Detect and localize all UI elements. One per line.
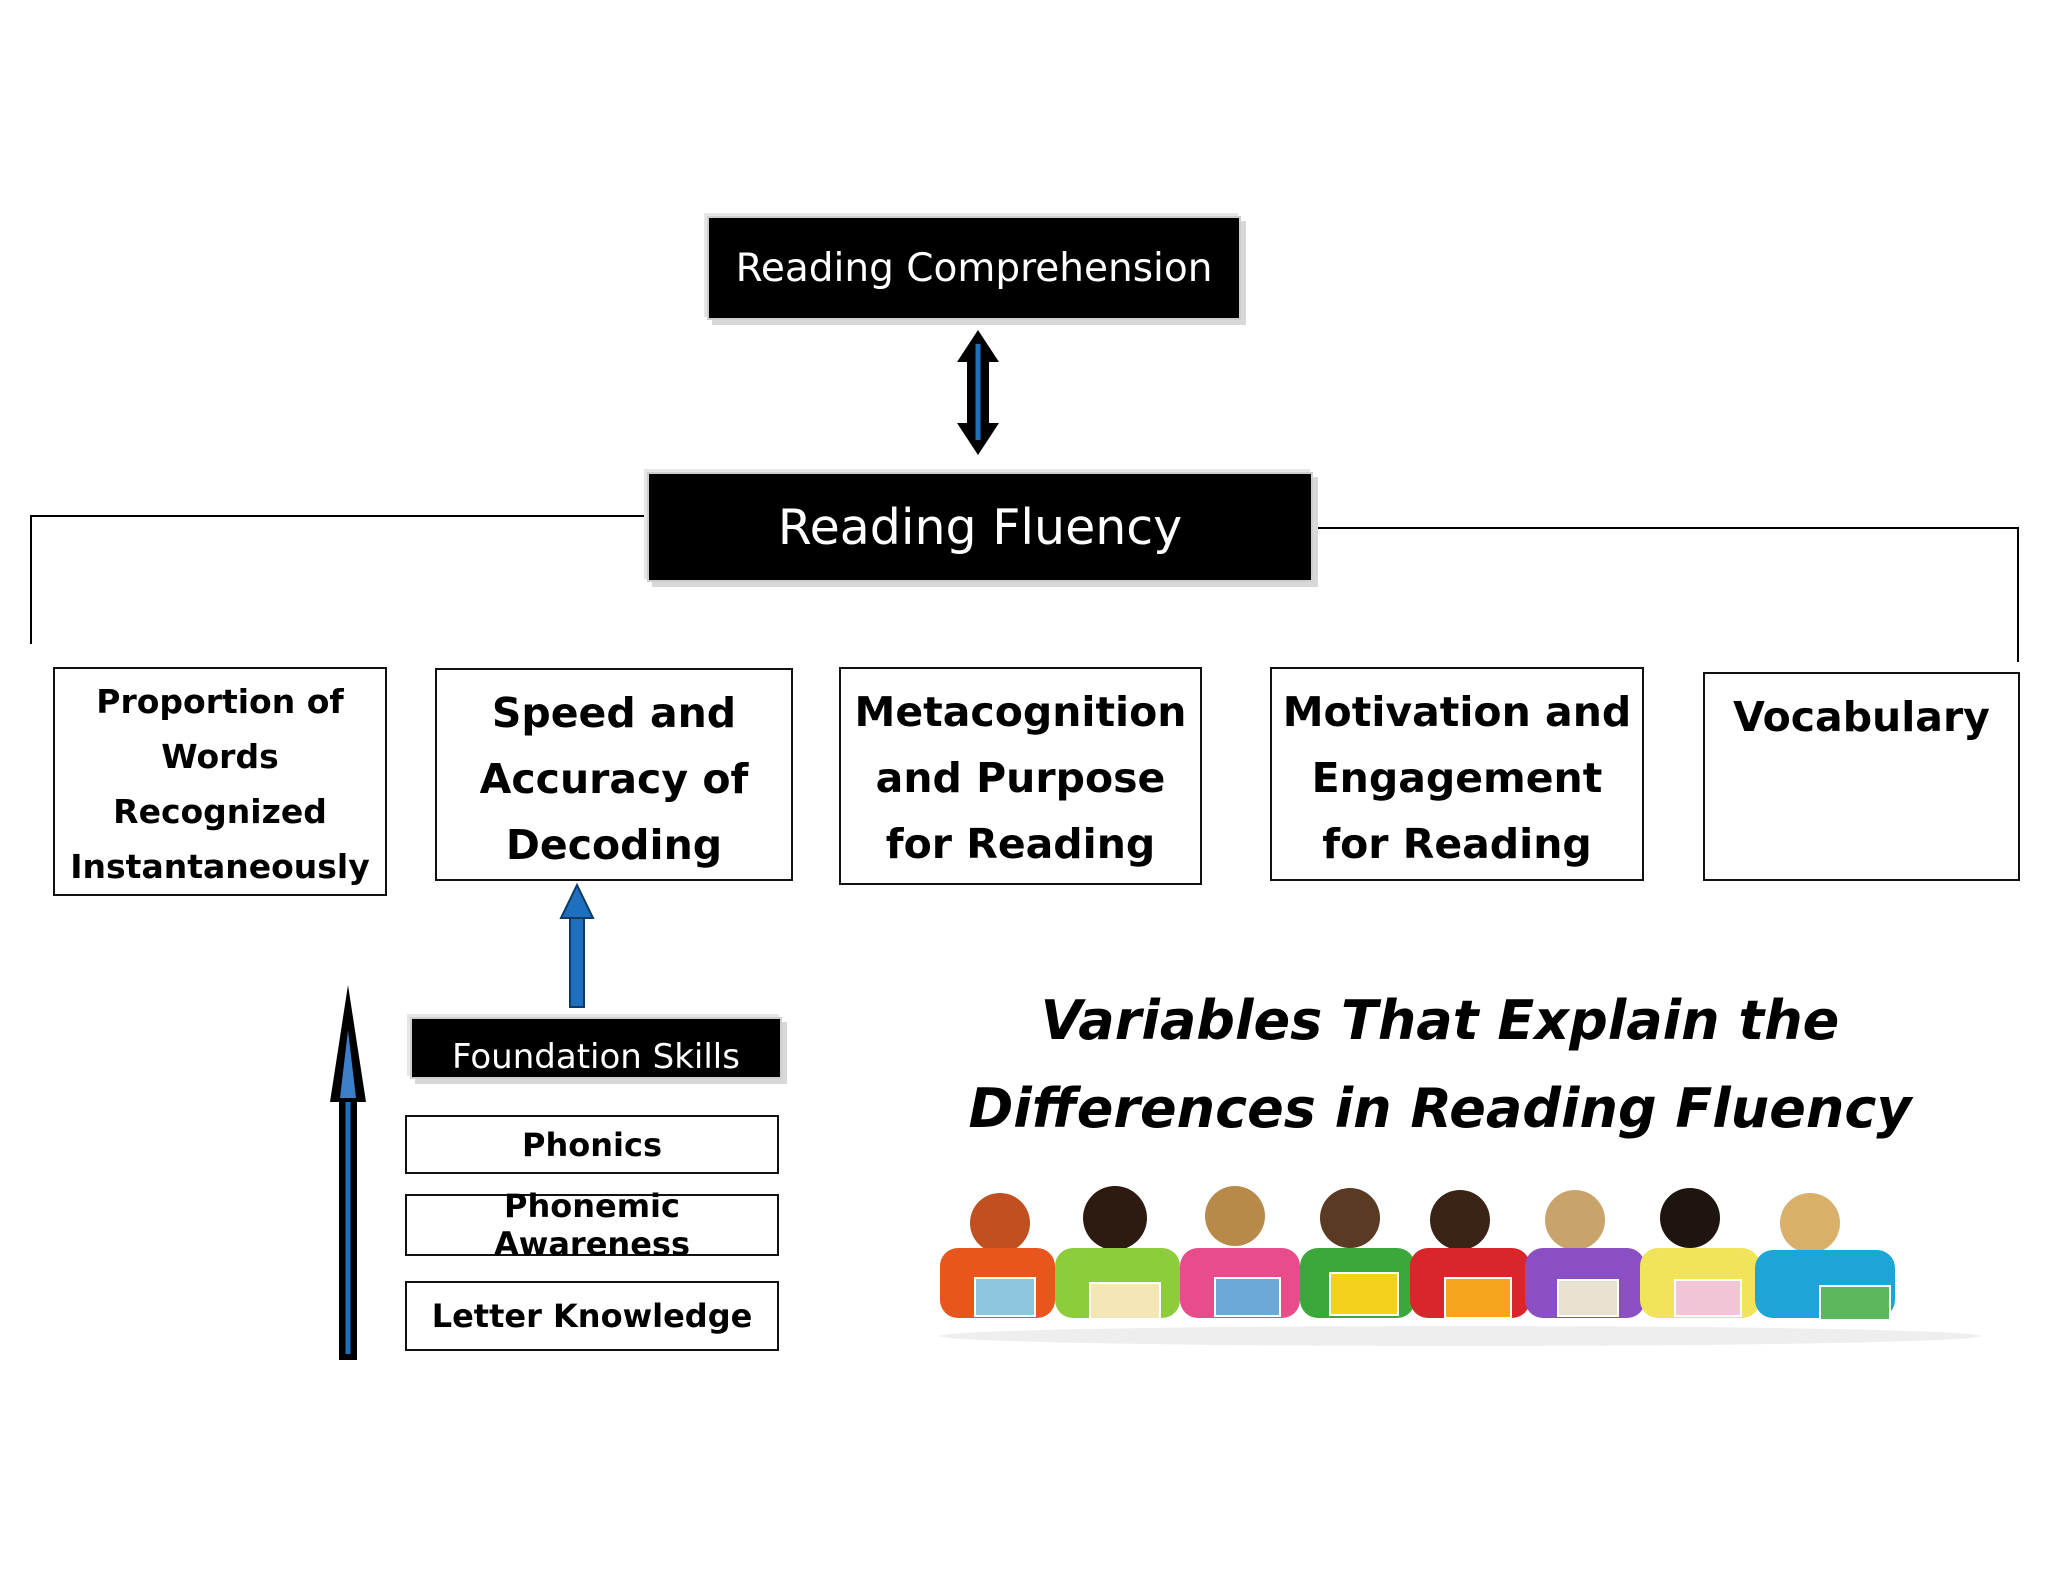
variable-box-vocabulary: Vocabulary (1703, 672, 2020, 881)
children-reading-illustration (940, 1186, 1980, 1346)
connector-left (30, 515, 645, 644)
diagram-caption: Variables That Explain the Differences i… (968, 989, 1912, 1140)
skill-box-letter-knowledge: Letter Knowledge (405, 1281, 779, 1351)
growth-arrow-icon (330, 985, 366, 1360)
variable-box-speed-accuracy: Speed and Accuracy of Decoding (435, 668, 793, 881)
foundation-skills-label: Foundation Skills (452, 1037, 740, 1077)
variable-label: Vocabulary (1733, 693, 1990, 741)
variable-label: Motivation and Engagement for Reading (1282, 688, 1632, 868)
up-arrow-icon (559, 882, 595, 1008)
variable-box-motivation: Motivation and Engagement for Reading (1270, 667, 1644, 881)
reading-comprehension-label: Reading Comprehension (735, 245, 1213, 291)
connector-right (1313, 527, 2019, 662)
variable-label: Metacognition and Purpose for Reading (854, 688, 1187, 868)
variable-box-proportion: Proportion of Words Recognized Instantan… (53, 667, 387, 896)
variable-label: Proportion of Words Recognized Instantan… (70, 682, 370, 886)
skill-label: Letter Knowledge (431, 1297, 753, 1335)
variable-box-metacognition: Metacognition and Purpose for Reading (839, 667, 1202, 885)
variable-label: Speed and Accuracy of Decoding (479, 689, 749, 869)
skill-box-phonics: Phonics (405, 1115, 779, 1174)
foundation-skills-box: Foundation Skills (410, 1017, 782, 1079)
reading-comprehension-box: Reading Comprehension (707, 216, 1241, 320)
reading-fluency-label: Reading Fluency (777, 498, 1183, 556)
skill-box-phonemic-awareness: Phonemic Awareness (405, 1187, 779, 1263)
reading-fluency-box: Reading Fluency (647, 472, 1313, 582)
skill-label: Phonics (522, 1125, 662, 1164)
double-arrow-icon (957, 330, 999, 455)
skill-label: Phonemic Awareness (494, 1187, 690, 1263)
